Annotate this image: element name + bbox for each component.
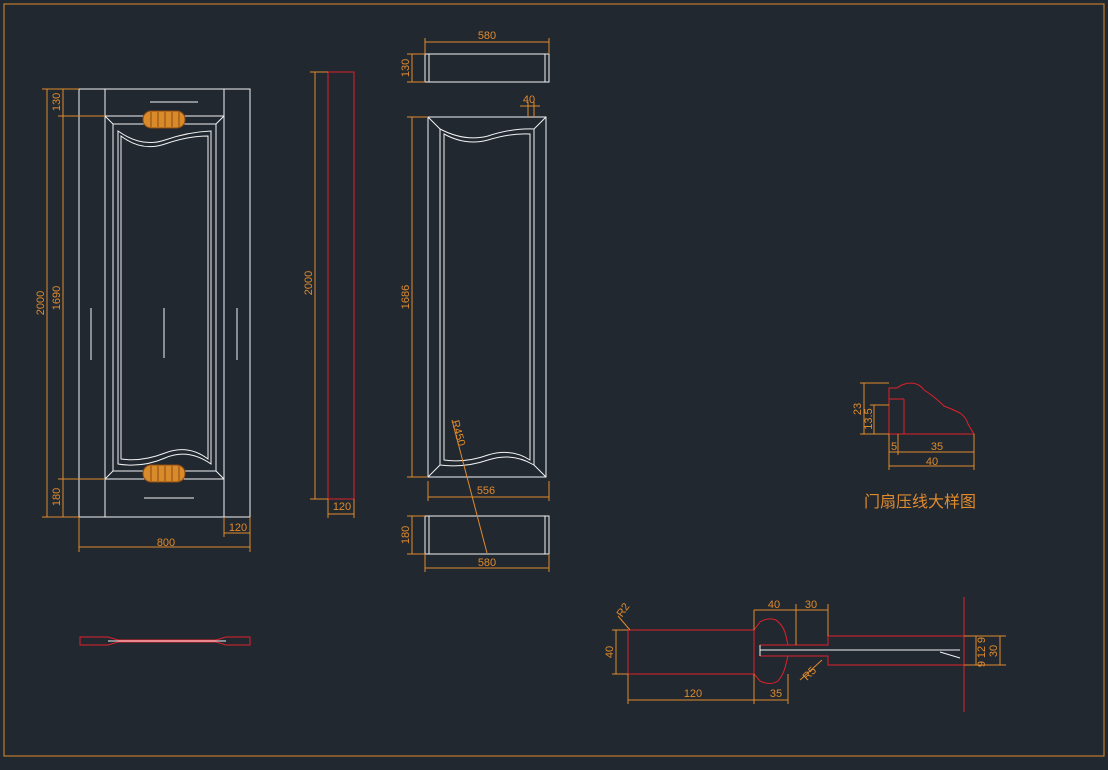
molding-strip-section — [79, 636, 251, 646]
section-centerline — [759, 645, 961, 659]
dim-section-groove-top: 30 — [805, 599, 817, 611]
panel-parts — [424, 53, 550, 555]
dim-section-9b: 9 — [976, 661, 988, 667]
molding-profile — [888, 382, 975, 435]
dim-bottom-rail-height: 180 — [400, 526, 412, 544]
dim-door-bottom-rail: 180 — [51, 488, 63, 506]
dim-section-molding-bottom: 35 — [770, 688, 782, 700]
dim-top-rail-height: 130 — [400, 59, 412, 77]
dim-bottom-rail-width: 580 — [478, 557, 496, 569]
section-detail — [627, 597, 965, 712]
carving-ornament-bottom — [142, 464, 186, 483]
dim-side-thickness: 120 — [333, 501, 351, 513]
dim-section-stile-width: 120 — [684, 688, 702, 700]
dim-door-width: 800 — [157, 537, 175, 549]
dim-top-rail-width: 580 — [478, 30, 496, 42]
dim-molding-run: 35 — [931, 441, 943, 453]
dim-arc-radius: R450 — [449, 419, 467, 448]
dim-panel-height: 1686 — [400, 285, 412, 309]
molding-dimension-lines — [860, 382, 975, 470]
section-dimension-lines — [612, 604, 1006, 704]
dim-side-height: 2000 — [303, 271, 315, 295]
dim-molding-width: 40 — [926, 456, 938, 468]
dim-section-9: 9 — [976, 637, 988, 643]
dim-panel-width: 556 — [477, 485, 495, 497]
dim-door-top-rail: 130 — [51, 93, 63, 111]
molding-detail-title: 门扇压线大样图 — [864, 493, 976, 511]
dim-molding-offset: 5 — [891, 441, 897, 453]
drawing-frame — [3, 3, 1105, 757]
dim-section-thickness: 40 — [604, 646, 616, 658]
door-side-view — [310, 71, 355, 518]
dim-panel-gap: 40 — [523, 94, 535, 106]
door-front-dimension-lines — [42, 88, 251, 552]
dim-molding-height: 23 — [852, 403, 864, 415]
dim-section-radius-outer: R2 — [615, 601, 633, 619]
panel-parts-dimension-lines — [407, 38, 550, 572]
door-front-elevation — [78, 88, 251, 518]
dim-door-stile: 120 — [229, 522, 247, 534]
dim-door-height-total: 2000 — [35, 291, 47, 315]
dim-section-12: 12 — [976, 646, 988, 658]
dim-section-30: 30 — [988, 645, 1000, 657]
dim-door-height-panel: 1690 — [51, 286, 63, 310]
dim-section-molding-top: 40 — [768, 599, 780, 611]
carving-ornament-top — [142, 110, 186, 129]
dim-molding-lip-height: 13.5 — [863, 408, 875, 429]
dim-section-radius-inner: R5 — [801, 665, 819, 683]
